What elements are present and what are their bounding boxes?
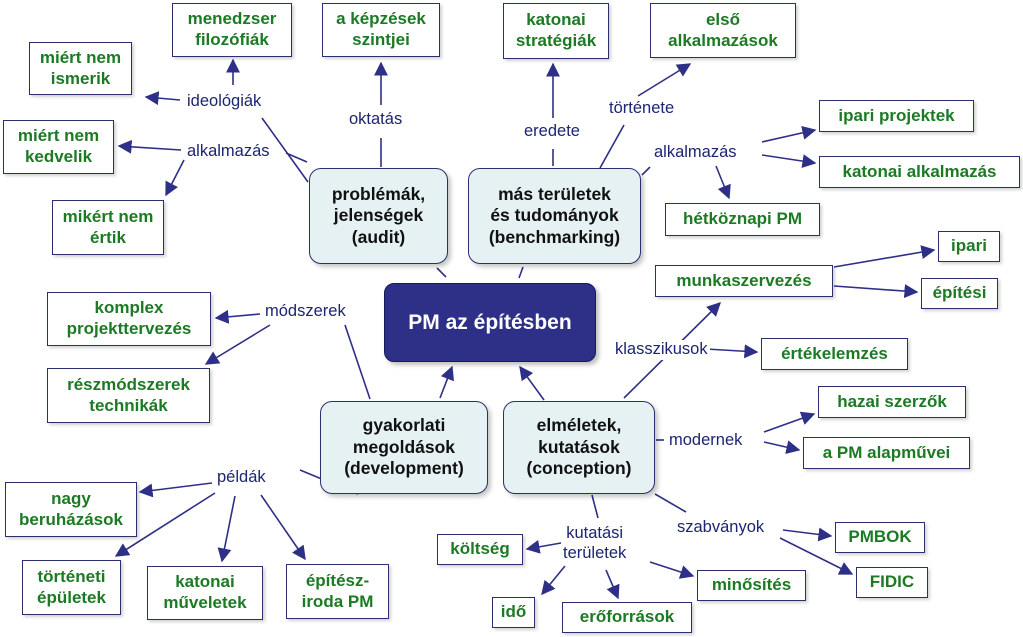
label-peldak: példák: [215, 468, 268, 488]
hub-benchmarking: más területek és tudományok (benchmarkin…: [468, 168, 641, 264]
line-bench-center: [518, 266, 524, 279]
leaf-ipari-projektek: ipari projektek: [819, 100, 974, 132]
arrow-alkalmazas-hetkoznapi: [715, 165, 731, 200]
arrow-modszerek-reszmodszerek: [204, 324, 271, 365]
arrow-munka-ipari: [833, 245, 936, 268]
line-audit-center: [436, 267, 447, 278]
arrow-modernek-alapmuvei: [763, 440, 801, 455]
leaf-katonai-muveletek: katonai műveletek: [147, 566, 263, 620]
leaf-katonai-strategiak: katonai stratégiák: [503, 3, 609, 59]
label-szabvanyok: szabványok: [675, 518, 767, 538]
leaf-katonai-alkalmazas: katonai alkalmazás: [819, 156, 1020, 188]
label-alkalmazas-right: alkalmazás: [652, 143, 739, 163]
arrow-kutatasi-minosites: [649, 561, 695, 579]
label-tortenete: története: [607, 99, 677, 119]
leaf-miert-nem-kedvelik: miért nem kedvelik: [3, 120, 114, 174]
leaf-mikert-nem-ertik: mikért nem értik: [52, 200, 164, 255]
arrow-modszerek-komplex: [214, 309, 261, 324]
hub-conception: elméletek, kutatások (conception): [503, 401, 655, 494]
hub-development: gyakorlati megoldások (development): [320, 401, 488, 494]
label-modernek: modernek: [667, 431, 745, 451]
arrow-kutatasi-eroforrasok: [605, 569, 620, 600]
leaf-komplex-projekttervezes: komplex projekttervezés: [47, 292, 211, 346]
line-bench-alkalmazas: [641, 166, 651, 176]
arrow-alkalmazas-kedvelik: [117, 139, 182, 154]
leaf-koltseg: költség: [437, 534, 523, 565]
arrow-kutatasi-koltseg: [525, 539, 562, 554]
line-conc-szabvanyok: [654, 493, 687, 513]
leaf-torteneti-epuletek: történeti épületek: [22, 560, 121, 615]
arrow-kutatasi-ido: [541, 565, 566, 596]
label-klasszikusok: klasszikusok: [613, 340, 710, 360]
leaf-pmbok: PMBOK: [835, 522, 925, 553]
arrow-peldak-nagy: [138, 482, 213, 498]
leaf-minosites: minősítés: [697, 570, 806, 601]
label-eredete: eredete: [522, 122, 582, 142]
arrow-conc-center: [519, 365, 545, 401]
arrow-alkalmazas-ertik: [165, 159, 185, 197]
line-audit-alkalmazas: [285, 152, 308, 163]
leaf-epitesziroda-pm: építész- iroda PM: [286, 564, 389, 619]
line-bench-tortenete: [599, 124, 625, 169]
arrow-tortenete-elso: [637, 63, 692, 97]
label-alkalmazas-left: alkalmazás: [185, 142, 272, 162]
label-oktatas: oktatás: [347, 110, 405, 130]
leaf-ipari: ipari: [938, 231, 1000, 262]
leaf-hazai-szerzok: hazai szerzők: [818, 386, 966, 418]
arrow-modernek-hazai: [763, 411, 816, 433]
leaf-nagy-beruhazasok: nagy beruházások: [5, 482, 137, 537]
label-modszerek: módszerek: [263, 302, 348, 322]
leaf-kepzesek-szintjei: a képzések szintjei: [322, 3, 440, 57]
line-conc-kutatasi: [591, 494, 599, 519]
leaf-hetkoznapi-pm: hétköznapi PM: [665, 203, 820, 236]
leaf-epitesi: építési: [921, 278, 998, 309]
leaf-ido: idő: [492, 597, 535, 628]
leaf-ertekelemzes: értékelemzés: [761, 338, 908, 370]
arrow-klasszikusok-ertekelemzes: [705, 344, 759, 359]
label-ideologiak: ideológiák: [185, 92, 264, 112]
leaf-menedzser-filozofiak: menedzser filozófiák: [172, 3, 292, 57]
arrow-szabvanyok-pmbok: [782, 527, 833, 542]
leaf-eroforrasok: erőforrások: [562, 602, 692, 633]
line-dev-modszerek: [344, 324, 371, 400]
arrow-alkalmazas-katonai: [761, 154, 817, 169]
leaf-elso-alkalmazasok: első alkalmazások: [650, 3, 796, 58]
arrow-munka-epitesi: [833, 284, 919, 299]
leaf-reszmodszerek-technikak: részmódszerek technikák: [47, 368, 210, 423]
leaf-fidic: FIDIC: [856, 567, 928, 598]
label-kutatasi-teruletek: kutatási területek: [561, 524, 629, 564]
arrow-ideologiak-miert-ismerik: [144, 91, 181, 106]
arrow-alkalmazas-ipari: [761, 125, 817, 143]
arrow-peldak-epitesz: [260, 494, 306, 561]
hub-audit: problémák, jelenségek (audit): [309, 168, 448, 264]
leaf-munkaszervezes: munkaszervezés: [655, 265, 833, 297]
arrow-peldak-katonai: [217, 495, 236, 563]
arrow-dev-center: [439, 365, 454, 399]
leaf-miert-nem-ismerik: miért nem ismerik: [29, 42, 132, 95]
leaf-pm-alapmuvei: a PM alapművei: [803, 437, 970, 469]
center-node: PM az építésben: [384, 283, 596, 362]
